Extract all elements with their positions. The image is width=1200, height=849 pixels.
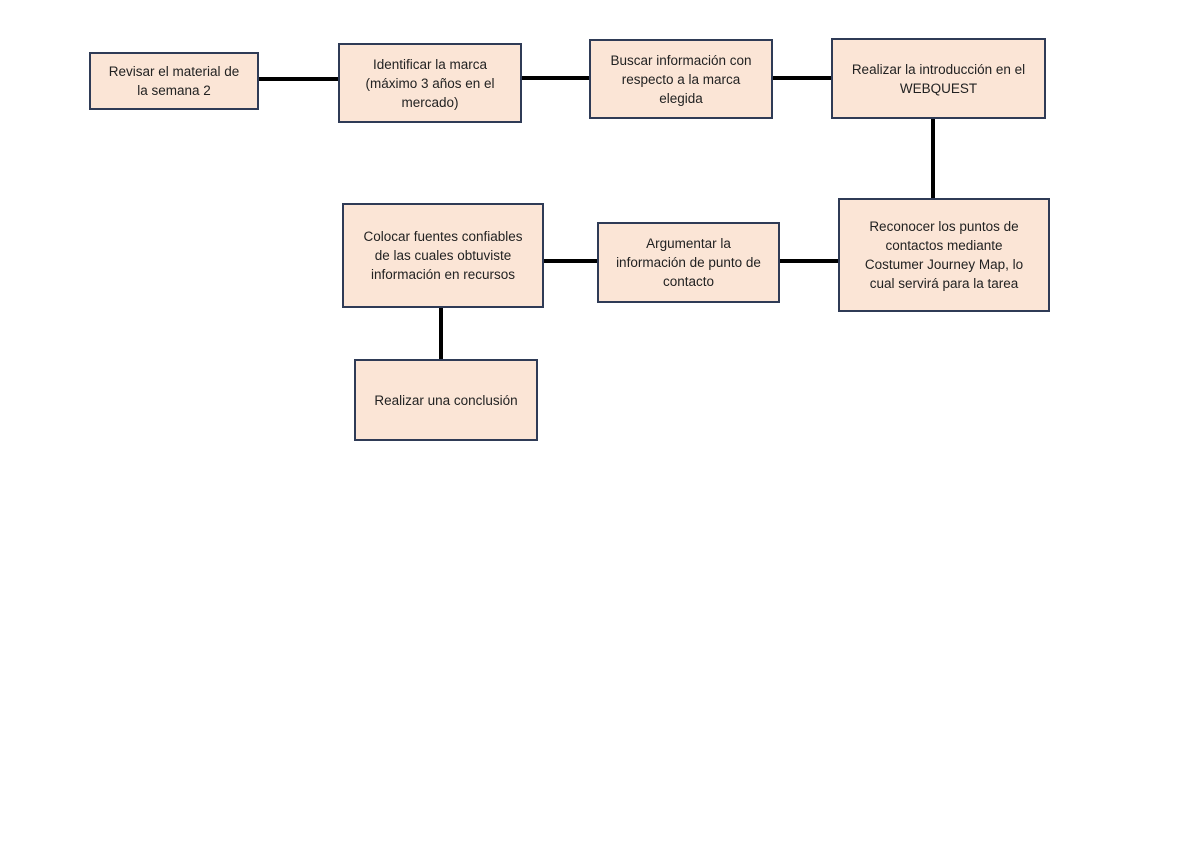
step-argumentar: Argumentar la información de punto de co…: [597, 222, 780, 303]
connector-s1-s2: [258, 77, 340, 81]
step-revisar-material: Revisar el material de la semana 2: [89, 52, 259, 110]
step-buscar-informacion: Buscar información con respecto a la mar…: [589, 39, 773, 119]
connector-s7-s8: [439, 307, 443, 361]
connector-s2-s3: [521, 76, 591, 80]
step-identificar-marca: Identificar la marca (máximo 3 años en e…: [338, 43, 522, 123]
connector-s4-s5: [931, 118, 935, 200]
step-revisar-material-label: Revisar el material de la semana 2: [108, 64, 240, 98]
connector-s5-s6: [778, 259, 840, 263]
step-buscar-informacion-label: Buscar información con respecto a la mar…: [610, 52, 752, 106]
connector-s6-s7: [543, 259, 599, 263]
step-conclusion-label: Realizar una conclusión: [374, 392, 518, 408]
step-reconocer-puntos-label: Reconocer los puntos de contactos median…: [864, 219, 1024, 291]
step-realizar-introduccion-label: Realizar la introducción en el WEBQUEST: [851, 61, 1026, 96]
step-colocar-fuentes: Colocar fuentes confiables de las cuales…: [342, 203, 544, 308]
step-identificar-marca-label: Identificar la marca (máximo 3 años en e…: [365, 56, 495, 110]
step-conclusion: Realizar una conclusión: [354, 359, 538, 441]
step-realizar-introduccion: Realizar la introducción en el WEBQUEST: [831, 38, 1046, 119]
connector-s3-s4: [772, 76, 832, 80]
step-colocar-fuentes-label: Colocar fuentes confiables de las cuales…: [363, 229, 523, 282]
step-argumentar-label: Argumentar la información de punto de co…: [616, 236, 761, 289]
step-reconocer-puntos: Reconocer los puntos de contactos median…: [838, 198, 1050, 312]
